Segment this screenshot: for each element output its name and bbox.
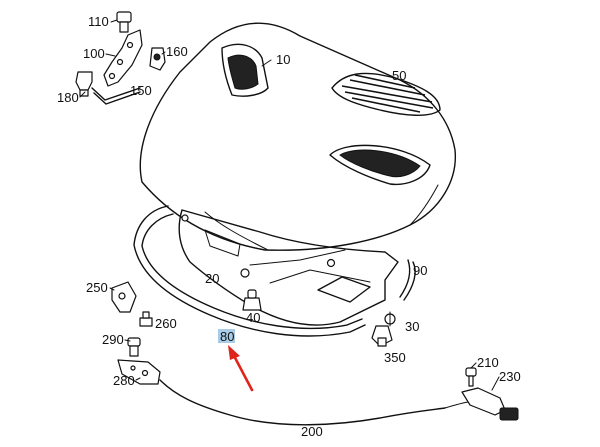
seal-strip (133, 205, 366, 337)
callout-250: 250 (86, 280, 108, 295)
callout-280: 280 (113, 373, 135, 388)
lock-bracket-250 (111, 281, 137, 313)
callout-290: 290 (102, 332, 124, 347)
callout-200: 200 (301, 424, 323, 439)
fastener-30 (384, 311, 396, 327)
callout-90: 90 (413, 263, 427, 278)
side-seal (399, 259, 416, 301)
leader-lines (79, 19, 500, 391)
callout-40: 40 (246, 310, 260, 325)
callout-150: 150 (130, 83, 152, 98)
lock-280 (117, 359, 161, 385)
callout-30: 30 (405, 319, 419, 334)
callout-160: 160 (166, 44, 188, 59)
release-cable (159, 379, 469, 426)
bolt-260 (139, 311, 153, 327)
callout-50: 50 (392, 68, 406, 83)
insulation-mat (178, 209, 399, 326)
callout-350: 350 (384, 350, 406, 365)
callout-80: 80 (220, 329, 234, 344)
bolt-290 (127, 337, 141, 357)
vent-grille (331, 72, 441, 116)
callout-10: 10 (276, 52, 290, 67)
callout-230: 230 (499, 369, 521, 384)
callout-100: 100 (83, 46, 105, 61)
hood-panel (139, 22, 456, 251)
red-pointer-arrow (228, 345, 254, 392)
fastener-40 (242, 289, 262, 311)
callout-80-highlight (218, 329, 235, 343)
callout-210: 210 (477, 355, 499, 370)
bumper-350 (371, 325, 393, 347)
callout-180: 180 (57, 90, 79, 105)
hinge-assembly (75, 11, 166, 105)
callout-20: 20 (205, 271, 219, 286)
callout-110: 110 (88, 14, 109, 29)
release-handle (461, 367, 519, 421)
callout-260: 260 (155, 316, 177, 331)
